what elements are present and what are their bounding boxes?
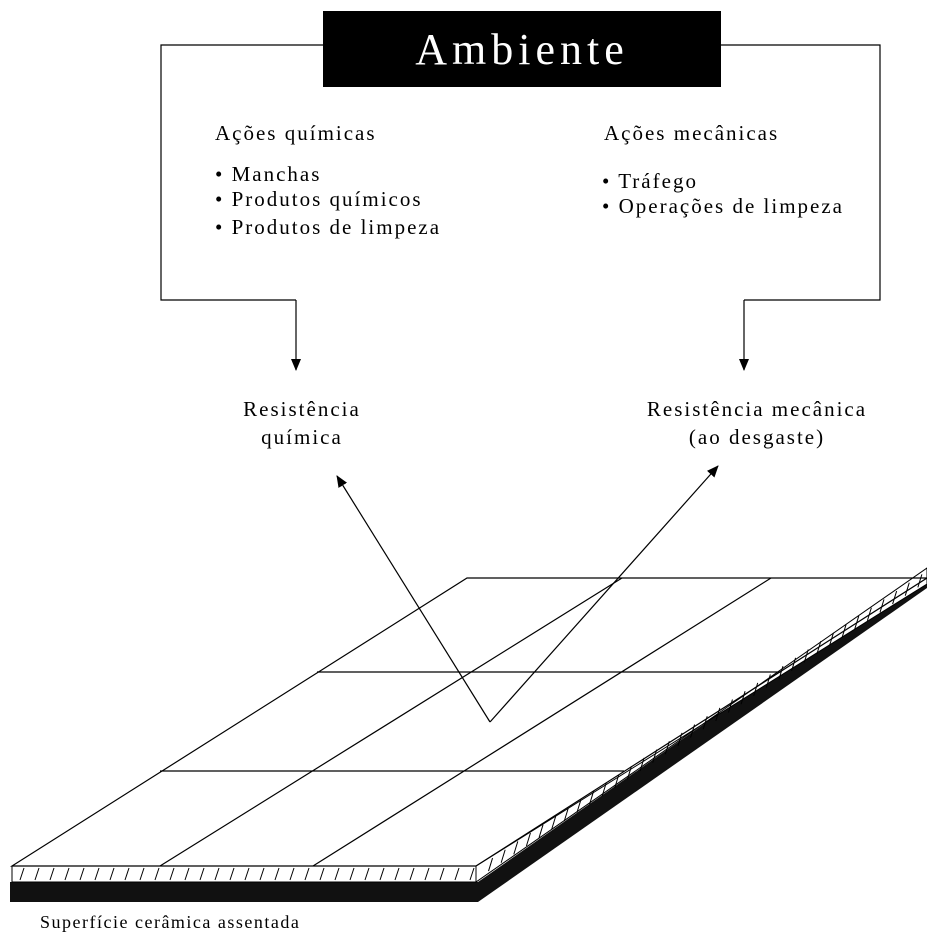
- chemical-up-arrow: [336, 475, 491, 723]
- hatch-mark: [409, 867, 415, 881]
- hatch-mark: [394, 867, 400, 881]
- hatch-mark: [64, 867, 70, 881]
- hatch-mark: [740, 691, 746, 705]
- hatch-mark: [259, 867, 265, 881]
- hatch-mark: [753, 682, 759, 696]
- hatch-mark: [563, 807, 569, 822]
- hatch-mark: [904, 582, 910, 596]
- hatch-mark: [513, 841, 519, 855]
- hatch-mark: [803, 649, 809, 663]
- hatch-mark: [214, 867, 220, 881]
- hatch-mark: [19, 867, 25, 881]
- hatch-mark: [94, 867, 100, 881]
- slab-side-hatch-band: [475, 567, 927, 883]
- hatch-mark: [917, 574, 923, 588]
- hatch-mark: [199, 867, 205, 881]
- hatch-mark: [169, 867, 175, 881]
- hatch-mark: [349, 867, 355, 881]
- hatch-mark: [500, 849, 506, 863]
- hatch-mark: [334, 867, 340, 881]
- hatch-mark: [626, 766, 632, 780]
- hatch-mark: [319, 867, 325, 881]
- mechanical-result-line-2: (ao desgaste): [689, 425, 825, 449]
- environment-bracket: [160, 44, 325, 301]
- mechanical-up-arrow: [489, 465, 719, 723]
- hatch-mark: [304, 867, 310, 881]
- mechanical-item-2: • Operações de limpeza: [602, 194, 844, 218]
- hatch-mark: [525, 832, 531, 847]
- tile-joint-receding-1: [159, 577, 623, 867]
- hatch-mark: [109, 867, 115, 881]
- mechanical-heading: Ações mecânicas: [604, 121, 779, 145]
- hatch-mark: [274, 867, 280, 881]
- hatch-mark: [244, 867, 250, 881]
- hatch-mark: [791, 657, 797, 671]
- hatch-mark: [139, 867, 145, 881]
- hatch-mark: [34, 867, 40, 881]
- hatch-mark: [124, 867, 130, 881]
- mechanical-item-1: • Tráfego: [602, 169, 698, 193]
- hatch-mark: [765, 674, 771, 688]
- hatch-mark: [229, 867, 235, 881]
- environment-bracket-right: [720, 44, 881, 301]
- tile-joint-receding-2: [312, 577, 772, 867]
- hatch-mark: [289, 867, 295, 881]
- hatch-mark: [892, 590, 898, 605]
- chemical-heading: Ações químicas: [215, 121, 377, 145]
- chemical-item-2: • Produtos químicos: [215, 187, 423, 211]
- chemical-item-3: • Produtos de limpeza: [215, 215, 441, 239]
- hatch-mark: [538, 824, 544, 838]
- chemical-item-1: • Manchas: [215, 162, 321, 186]
- title-text: Ambiente: [415, 25, 629, 74]
- mechanical-result-line-1: Resistência mecânica: [647, 397, 867, 421]
- front-hatch-marks: [19, 867, 475, 881]
- hatch-mark: [727, 699, 733, 713]
- hatch-mark: [424, 867, 430, 881]
- slab-front-face: [10, 882, 478, 902]
- hatch-mark: [551, 816, 557, 830]
- hatch-mark: [639, 757, 645, 772]
- surface-caption: Superfície cerâmica assentada: [40, 912, 300, 932]
- chemical-result-line-1: Resistência: [243, 397, 361, 421]
- hatch-mark: [454, 867, 460, 881]
- hatch-mark: [49, 867, 55, 881]
- hatch-mark: [601, 782, 607, 797]
- hatch-mark: [184, 867, 190, 881]
- hatch-mark: [652, 749, 658, 763]
- tile-surface: [9, 577, 927, 867]
- chemical-result-line-2: química: [261, 425, 343, 449]
- hatch-mark: [614, 774, 620, 788]
- hatch-mark: [589, 791, 595, 805]
- hatch-mark: [439, 867, 445, 881]
- hatch-mark: [154, 867, 160, 881]
- hatch-mark: [778, 666, 784, 680]
- hatch-mark: [488, 857, 494, 872]
- hatch-mark: [879, 599, 885, 613]
- hatch-mark: [469, 867, 475, 881]
- hatch-mark: [364, 867, 370, 881]
- title-block: [323, 11, 721, 87]
- hatch-mark: [379, 867, 385, 881]
- hatch-mark: [79, 867, 85, 881]
- hatch-mark: [576, 799, 582, 813]
